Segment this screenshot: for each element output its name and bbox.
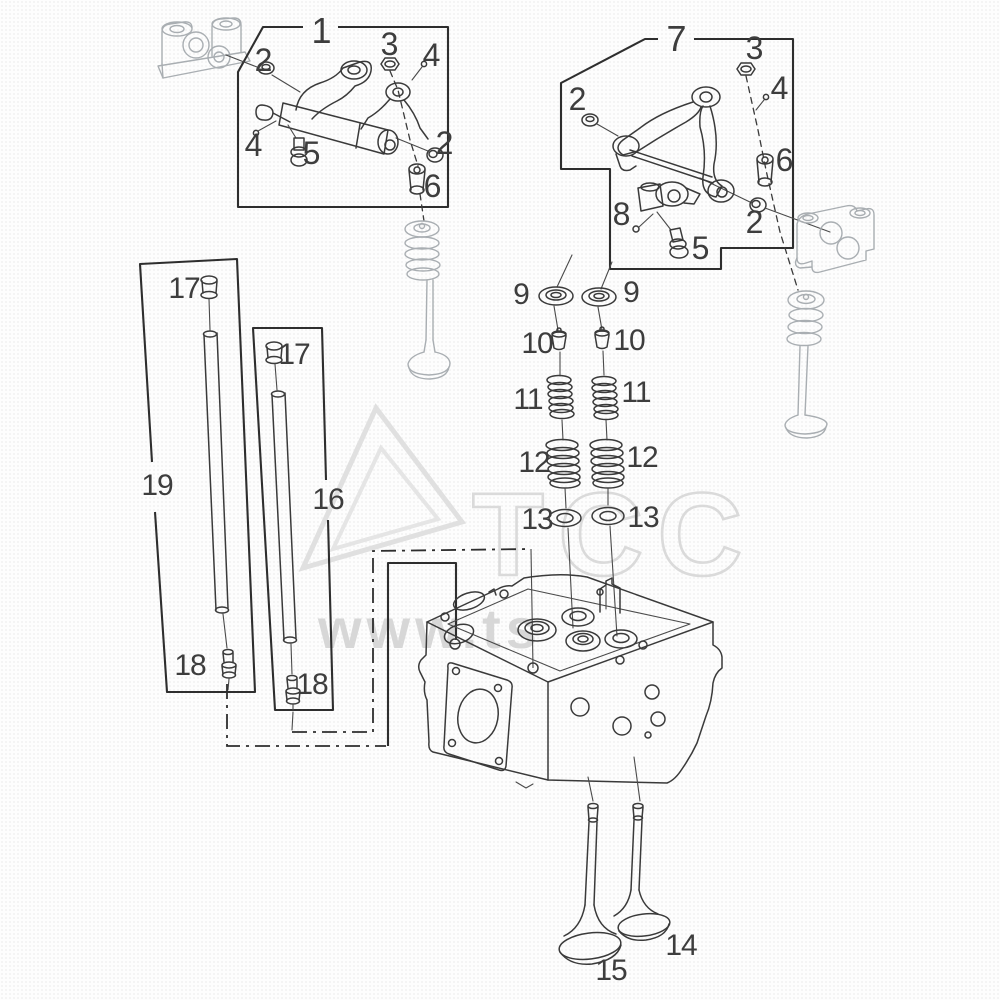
inner-valve-spring-left bbox=[546, 374, 575, 420]
assembly-7-box bbox=[559, 37, 795, 271]
pushrod-cap-17-right bbox=[265, 341, 283, 391]
inner-valve-spring-right bbox=[591, 375, 619, 421]
assembled-valve-left-reference bbox=[404, 220, 451, 380]
rocker-shaft-bracket-left bbox=[157, 17, 251, 79]
pushrod-cap-17-left bbox=[200, 275, 218, 331]
assembled-valve-right-reference bbox=[784, 290, 828, 439]
pushrod-foot-18-left bbox=[221, 648, 237, 691]
valve-14 bbox=[613, 802, 671, 942]
pushrod-assembly-19 bbox=[138, 257, 257, 694]
pushrod-tube-19 bbox=[202, 330, 230, 649]
pushrod-assembly-16 bbox=[251, 326, 335, 731]
outer-valve-spring-right bbox=[589, 438, 625, 489]
pushrod-path-lines bbox=[226, 548, 534, 747]
assembly-1-box bbox=[236, 25, 450, 209]
rocker-arm-assembly-right bbox=[581, 62, 831, 291]
valve-spring-parts-column bbox=[538, 254, 625, 637]
outer-valve-spring-left bbox=[545, 438, 581, 489]
valve-15 bbox=[558, 802, 622, 965]
pushrod-foot-18-right bbox=[285, 674, 301, 731]
cylinder-head bbox=[417, 574, 723, 802]
pushrod-tube-16 bbox=[270, 390, 298, 675]
rocker-shaft-bracket-right bbox=[794, 204, 875, 274]
rocker-arm-assembly-left bbox=[225, 54, 444, 222]
watermark-triangle-logo bbox=[298, 403, 467, 572]
